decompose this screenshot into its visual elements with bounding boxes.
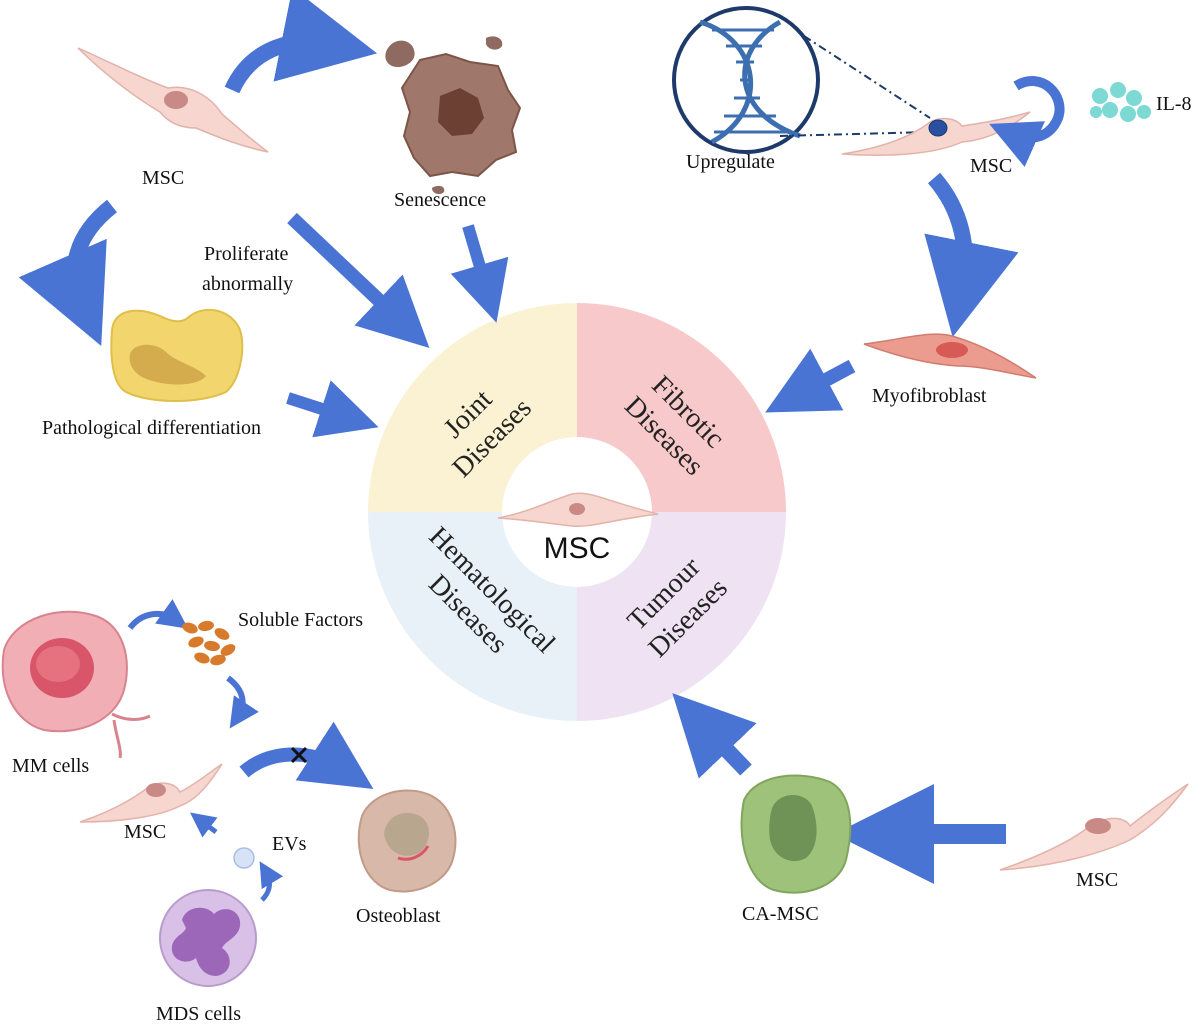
mm-cells-label: MM cells bbox=[12, 755, 89, 777]
pathological-label: Pathological differentiation bbox=[42, 417, 261, 439]
msc-cell-bottom-right bbox=[999, 783, 1189, 871]
mm-cell bbox=[1, 610, 151, 759]
arrow-msc-to-pathological bbox=[18, 199, 118, 346]
mds-cells-label: MDS cells bbox=[156, 1003, 241, 1024]
arrow-msc-to-osteoblast-blocked bbox=[239, 721, 374, 789]
ca-msc-label: CA-MSC bbox=[742, 903, 819, 925]
arrow-myofibroblast-to-fibrotic bbox=[765, 348, 856, 413]
senescence-label: Senescence bbox=[394, 189, 486, 211]
arrow-msc-to-joint bbox=[287, 212, 430, 349]
msc-cell-top-left bbox=[77, 47, 269, 153]
arrow-pathological-to-joint bbox=[286, 380, 379, 438]
disease-ring: Joint Diseases Fibrotic Diseases Hematol… bbox=[368, 303, 786, 721]
msc-cell-bottom-left bbox=[79, 763, 223, 823]
myofibroblast-label: Myofibroblast bbox=[872, 385, 987, 407]
quadrant-tumour bbox=[577, 512, 786, 721]
ca-msc-cell bbox=[740, 774, 852, 894]
ev-vesicle bbox=[233, 847, 255, 869]
dna-upregulate-circle bbox=[672, 6, 931, 154]
arrow-msc-to-senescence bbox=[224, 0, 378, 94]
msc-bottom-left-label: MSC bbox=[124, 821, 166, 843]
center-label: MSC bbox=[544, 532, 611, 565]
quadrant-joint bbox=[368, 303, 577, 512]
myofibroblast-cell bbox=[863, 333, 1037, 379]
msc-bottom-right-label: MSC bbox=[1076, 869, 1118, 891]
osteoblast-label: Osteoblast bbox=[356, 905, 441, 927]
arrow-evs-to-msc bbox=[190, 812, 218, 838]
msc-top-right-label: MSC bbox=[970, 155, 1012, 177]
blocked-cross-icon bbox=[290, 746, 308, 764]
soluble-factors-label: Soluble Factors bbox=[238, 609, 363, 631]
arrow-mm-to-soluble-factors bbox=[127, 599, 189, 630]
upregulate-label: Upregulate bbox=[686, 151, 775, 173]
arrow-soluble-to-msc bbox=[226, 675, 259, 729]
msc-cell-top-right bbox=[841, 111, 1031, 156]
proliferate-label-line1: Proliferate bbox=[204, 243, 289, 265]
pathological-cell bbox=[110, 308, 244, 402]
center-msc-cell bbox=[497, 492, 659, 528]
soluble-factors bbox=[182, 620, 236, 666]
il8-label: IL-8 bbox=[1156, 93, 1192, 115]
arrow-msc-to-myofibroblast bbox=[924, 172, 1019, 338]
senescent-cell bbox=[385, 36, 522, 195]
arrow-il8-loop bbox=[989, 76, 1065, 167]
mds-cell bbox=[159, 889, 257, 987]
evs-label: EVs bbox=[272, 833, 307, 855]
il8-molecules bbox=[1090, 82, 1151, 122]
arrow-senescence-to-ring bbox=[450, 224, 509, 323]
quadrant-fibrotic bbox=[577, 303, 786, 512]
arrow-mds-to-evs bbox=[259, 861, 284, 902]
msc-top-left-label: MSC bbox=[142, 167, 184, 189]
osteoblast-cell bbox=[357, 789, 457, 893]
proliferate-label-line2: abnormally bbox=[202, 273, 293, 295]
arrow-ca-msc-to-tumour bbox=[672, 693, 757, 779]
quadrant-hematological bbox=[368, 512, 577, 721]
